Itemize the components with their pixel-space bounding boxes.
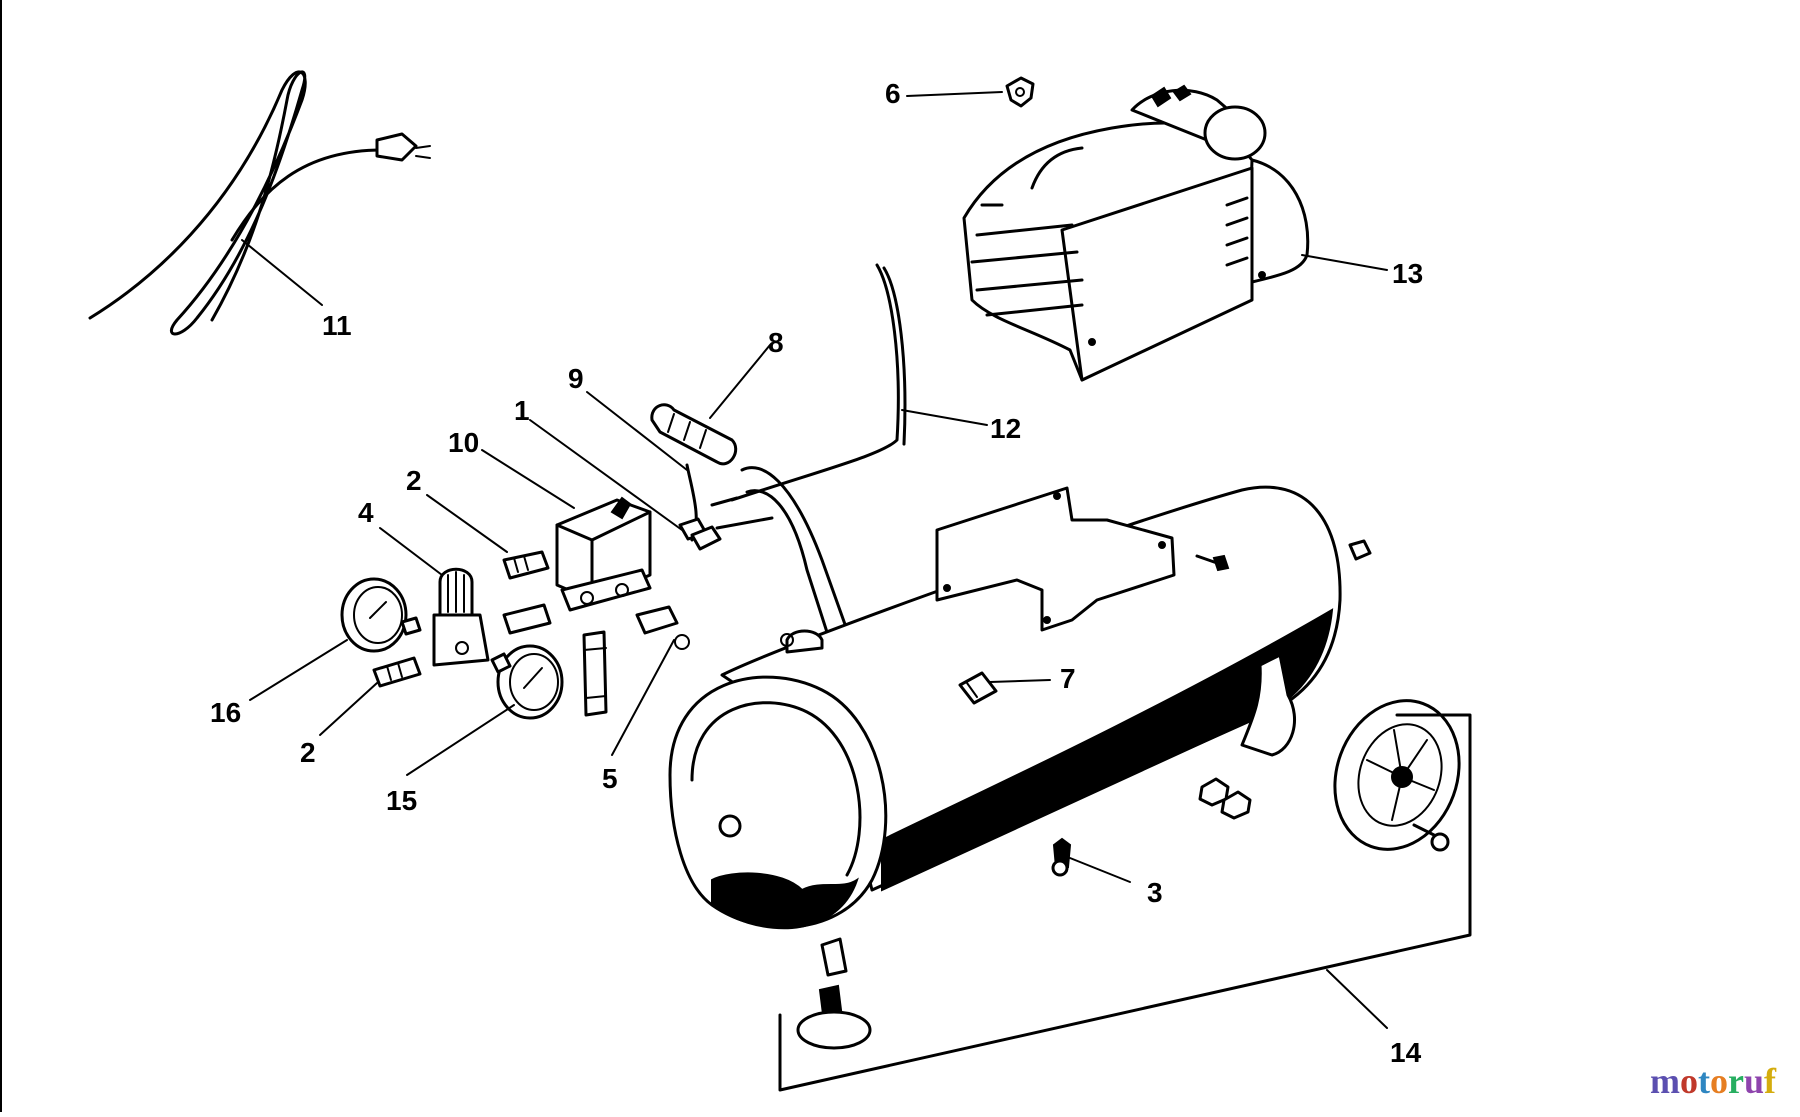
callout-13: 13 <box>1392 258 1423 289</box>
callout-2-lower: 2 <box>300 737 316 768</box>
leader-6 <box>906 91 1003 97</box>
air-tank <box>668 485 1342 977</box>
handle-bar <box>710 263 907 507</box>
leader-4 <box>379 527 443 576</box>
part-5-valve <box>635 605 690 650</box>
leader-lines <box>241 91 1388 1029</box>
tank-top-fitting <box>780 629 824 654</box>
leader-5 <box>611 639 675 756</box>
callout-14: 14 <box>1390 1037 1422 1068</box>
callout-4: 4 <box>358 497 374 528</box>
watermark-letter: t <box>1697 1061 1710 1101</box>
leader-13 <box>1301 254 1388 271</box>
callout-12: 12 <box>990 413 1021 444</box>
nuts <box>1198 777 1252 820</box>
callout-6: 6 <box>885 78 901 109</box>
leader-15 <box>406 704 515 776</box>
callout-3: 3 <box>1147 877 1163 908</box>
leader-16 <box>249 639 348 701</box>
leader-12 <box>901 409 988 426</box>
watermark-letter: f <box>1764 1061 1776 1101</box>
leader-14 <box>1326 969 1388 1029</box>
grip-8 <box>650 403 738 466</box>
callout-11: 11 <box>322 310 352 341</box>
part-1-valve <box>690 516 774 551</box>
leader-11 <box>241 239 323 306</box>
pressure-switch <box>555 496 652 612</box>
fitting-2-upper <box>502 550 550 580</box>
rubber-foot <box>796 984 872 1050</box>
callout-15: 15 <box>386 785 417 816</box>
callout-16: 16 <box>210 697 241 728</box>
kit-14-bracket <box>778 713 1472 1092</box>
wheel <box>1333 699 1461 851</box>
leader-2a <box>426 494 508 553</box>
part-9-hose-clip <box>678 463 708 542</box>
callout-2-upper: 2 <box>406 465 422 496</box>
axle-bolt <box>1412 823 1450 852</box>
gauge-16 <box>340 577 422 653</box>
callout-labels: 6 13 11 12 8 9 1 10 2 4 16 2 15 5 7 3 14 <box>210 78 1423 1068</box>
fitting-2-lower <box>372 656 422 688</box>
power-cord <box>88 70 431 336</box>
tank-bracket <box>935 486 1176 632</box>
leader-8 <box>709 344 771 419</box>
leader-3 <box>1069 857 1131 883</box>
tank-screw <box>1195 554 1230 572</box>
watermark-logo: motoruf <box>1650 1060 1776 1102</box>
gauge-15 <box>490 644 564 720</box>
leader-10 <box>481 449 575 509</box>
watermark-letter: o <box>1709 1061 1728 1101</box>
leader-1 <box>529 419 683 531</box>
callout-7: 7 <box>1060 663 1076 694</box>
part-7-drain <box>958 671 998 705</box>
callout-9: 9 <box>568 363 584 394</box>
fitting-between <box>502 603 552 635</box>
watermark-letter: o <box>1679 1061 1698 1101</box>
tank-cap <box>1348 539 1372 561</box>
motor-pump-unit <box>962 84 1310 382</box>
callout-10: 10 <box>448 427 479 458</box>
nipple-vertical <box>582 630 608 717</box>
leader-7 <box>989 679 1051 683</box>
wheel-bracket <box>1240 653 1297 757</box>
leader-9 <box>586 391 688 471</box>
leader-2b <box>319 682 378 736</box>
part-6-fitting <box>1005 76 1035 108</box>
part-3-stud <box>1051 837 1072 877</box>
callout-8: 8 <box>768 327 784 358</box>
watermark-letter: m <box>1649 1061 1680 1101</box>
callout-5: 5 <box>602 763 618 794</box>
watermark-letter: r <box>1727 1061 1744 1101</box>
watermark-letter: u <box>1743 1061 1764 1101</box>
regulator-4 <box>432 567 490 667</box>
callout-1: 1 <box>514 395 530 426</box>
